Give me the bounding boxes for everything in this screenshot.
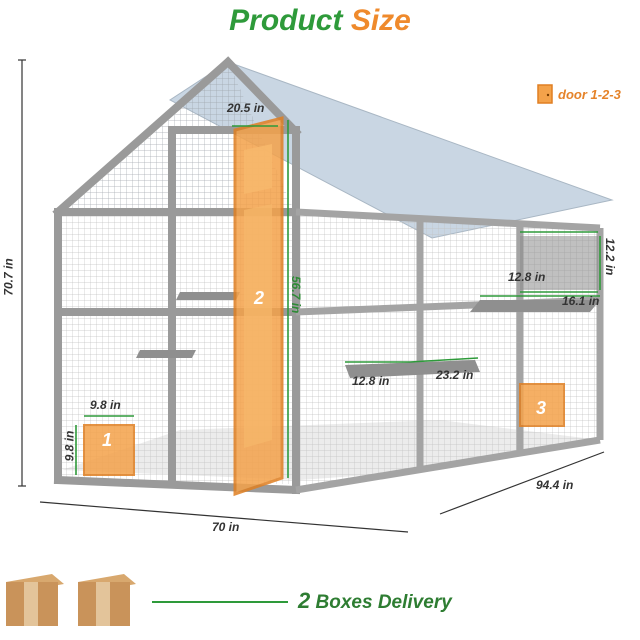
dim-door2-height: 56.7 in <box>289 276 303 314</box>
delivery-count: 2 <box>298 588 311 613</box>
upper-box <box>520 236 598 290</box>
dim-door1-width: 9.8 in <box>90 398 121 412</box>
dimension-lines <box>75 120 601 478</box>
door-legend-label: door 1-2-3 <box>558 86 621 102</box>
door2-number: 2 <box>254 288 265 308</box>
dim-upper-shelf: 16.1 in <box>562 294 600 308</box>
title-product: Product <box>229 4 351 37</box>
dim-front-width: 70 in <box>212 520 240 534</box>
door1 <box>83 424 135 476</box>
door3-number: 3 <box>536 398 547 418</box>
page-title: Product Size <box>0 4 640 38</box>
door3 <box>519 383 565 427</box>
door1-number: 1 <box>102 430 113 450</box>
dim-door1-height: 9.8 in <box>62 430 77 462</box>
lower-shelf <box>345 360 480 378</box>
dim-total-height: 70.7 in <box>1 258 16 296</box>
front-shelf-low <box>136 350 196 358</box>
delivery-box-2 <box>78 574 136 626</box>
dim-top-width: 20.5 in <box>227 101 265 115</box>
door-legend: door 1-2-3 <box>536 84 621 104</box>
delivery-text: Boxes Delivery <box>310 592 452 613</box>
dim-box-height: 12.2 in <box>603 238 617 276</box>
dim-lower-shelf-width: 12.8 in <box>352 374 390 388</box>
dim-lower-shelf-depth: 23.2 in <box>436 368 474 382</box>
overall-dimension-lines <box>18 59 605 533</box>
delivery-box-1 <box>6 574 64 626</box>
front-shelf-left <box>176 292 240 300</box>
dim-side-depth: 94.4 in <box>536 478 574 492</box>
door-icon <box>537 84 553 104</box>
dim-box-width: 12.8 in <box>508 270 546 284</box>
delivery-label: 2 Boxes Delivery <box>298 588 452 614</box>
upper-shelf <box>470 300 600 312</box>
title-size: Size <box>350 4 411 37</box>
